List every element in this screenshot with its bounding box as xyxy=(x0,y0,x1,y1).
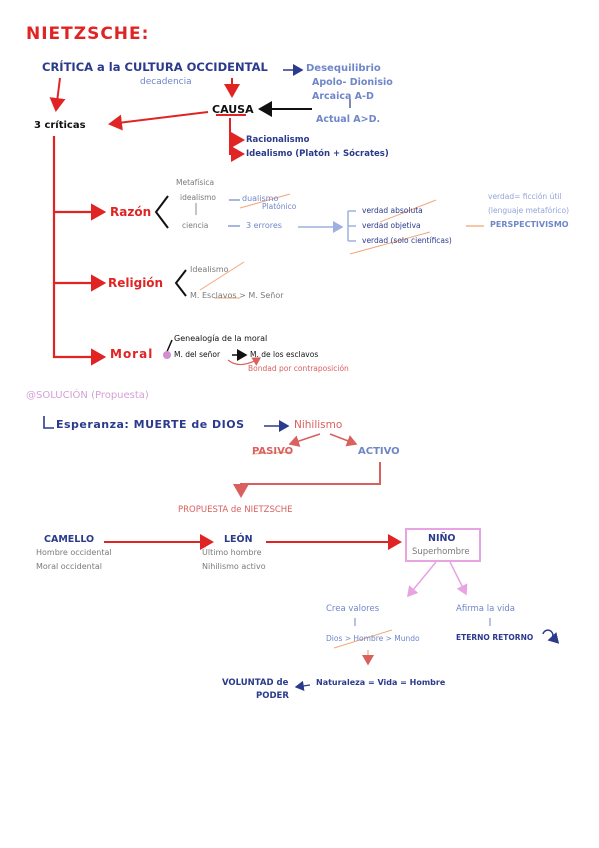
moral-esclavos-label: M. de los esclavos xyxy=(250,350,319,359)
leon-desc-2: Nihilismo activo xyxy=(202,562,266,571)
causa-label: CAUSA xyxy=(212,103,254,116)
esperanza-label: Esperanza: MUERTE de DIOS xyxy=(56,418,245,431)
verdad-absoluta-label: verdad absoluta xyxy=(362,206,423,215)
razon-idealismo-label: idealismo xyxy=(180,193,217,202)
camello-label: CAMELLO xyxy=(44,534,95,545)
critica-label: CRÍTICA a la CULTURA OCCIDENTAL xyxy=(42,60,268,74)
idealismo-label: Idealismo (Platón + Sócrates) xyxy=(246,149,389,159)
leon-label: LEÓN xyxy=(224,534,253,545)
nino-box xyxy=(405,528,481,562)
moral-label: Moral xyxy=(110,347,154,361)
arcaica-label: Arcaica A-D xyxy=(312,91,374,102)
apolo-dionisio-label: Apolo- Dionisio xyxy=(312,77,393,88)
solucion-title: @SOLUCIÓN (Propuesta) xyxy=(26,390,149,401)
dualismo-label: dualismo xyxy=(242,194,279,203)
genealogia-label: Genealogía de la moral xyxy=(174,334,268,343)
platonico-label: Platónico xyxy=(262,202,297,211)
page-title: NIETZSCHE: xyxy=(26,24,150,44)
racionalismo-label: Racionalismo xyxy=(246,135,310,145)
moral-senor-label: M. del señor xyxy=(174,350,221,359)
religion-label: Religión xyxy=(108,276,164,290)
naturaleza-label: Naturaleza = Vida = Hombre xyxy=(316,678,446,687)
actual-label: Actual A>D. xyxy=(316,114,381,125)
activo-label: ACTIVO xyxy=(358,446,400,457)
verdad-ficcion-label: verdad= ficción útil xyxy=(488,192,562,201)
ciencia-label: ciencia xyxy=(182,221,209,230)
camello-desc-2: Moral occidental xyxy=(36,562,102,571)
dios-hombre-label: Dios > Hombre > Mundo xyxy=(326,634,420,643)
decadencia-label: decadencia xyxy=(140,77,192,87)
verdad-objetiva-label: verdad objetiva xyxy=(362,221,421,230)
crea-valores-label: Crea valores xyxy=(326,604,380,614)
camello-desc-1: Hombre occidental xyxy=(36,548,112,557)
leon-desc-1: Último hombre xyxy=(202,548,262,557)
religion-idealismo-label: Idealismo xyxy=(190,265,229,274)
eterno-retorno-label: ETERNO RETORNO xyxy=(456,633,534,642)
nino-label: NIÑO xyxy=(428,533,456,544)
pasivo-label: PASIVO xyxy=(252,446,294,457)
propuesta-label: PROPUESTA de NIETZSCHE xyxy=(178,505,293,515)
desequilibrio-label: Desequilibrio xyxy=(306,63,381,74)
razon-label: Razón xyxy=(110,205,152,219)
nihilismo-label: Nihilismo xyxy=(294,419,343,431)
bondad-label: Bondad por contraposición xyxy=(248,364,349,373)
voluntad-label: VOLUNTAD de xyxy=(222,678,289,688)
religion-esclavos-label: M. Esclavos > M. Señor xyxy=(190,291,284,300)
poder-label: PODER xyxy=(256,691,289,701)
tres-criticas-label: 3 críticas xyxy=(34,120,86,131)
superhombre-label: Superhombre xyxy=(412,547,470,557)
verdad-cientificas-label: verdad (solo científicas) xyxy=(362,236,452,245)
afirma-vida-label: Afirma la vida xyxy=(456,604,515,614)
perspectivismo-label: PERSPECTIVISMO xyxy=(490,220,569,229)
lenguaje-label: (lenguaje metafórico) xyxy=(488,206,570,215)
metafisica-label: Metafísica xyxy=(176,178,215,187)
tres-errores-label: 3 errores xyxy=(246,221,282,230)
